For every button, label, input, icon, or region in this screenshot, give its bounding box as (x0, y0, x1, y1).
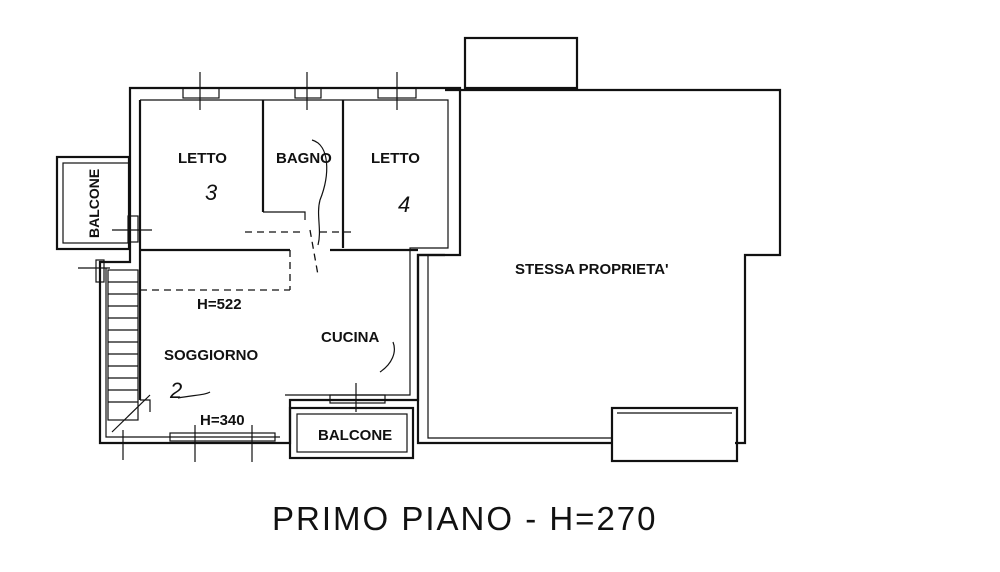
room-label-letto-3: LETTO (178, 150, 227, 167)
room-label-cucina: CUCINA (321, 329, 379, 346)
handwritten-mark-bagno (311, 139, 328, 246)
room-label-letto-4: LETTO (371, 150, 420, 167)
top-chimney-box (463, 36, 579, 90)
handwritten-number-2: 2 (169, 378, 182, 403)
plan-title: PRIMO PIANO - H=270 (272, 500, 658, 537)
bottom-right-box (610, 406, 739, 463)
balcone-bottom-inner (296, 413, 408, 453)
handwritten-number-4: 4 (398, 192, 410, 217)
balcone-left-inner (62, 162, 130, 244)
dashed-opening-5 (309, 229, 319, 276)
bagno-bottom-wall (263, 211, 306, 220)
stair-treads (108, 281, 151, 433)
handwritten-number-3: 3 (205, 180, 218, 205)
room-label-stessa-proprieta: STESSA PROPRIETA' (515, 261, 669, 278)
staircase (107, 269, 139, 421)
balconies (55, 155, 415, 460)
handwritten-mark-soggiorno (177, 391, 211, 399)
balcone-bottom-box (288, 406, 415, 460)
room-label-bagno: BAGNO (276, 150, 332, 167)
room-label-soggiorno: SOGGIORNO (164, 347, 259, 364)
stessa-proprieta-inner-wall (427, 255, 612, 439)
apartment-walls (98, 86, 462, 445)
height-label-h522: H=522 (197, 296, 242, 313)
stessa-proprieta-block (416, 36, 782, 463)
room-label-balcone-bottom: BALCONE (318, 427, 392, 444)
room-label-balcone-left: BALCONE (86, 169, 102, 238)
window-marks (78, 72, 417, 462)
height-label-h340: H=340 (200, 412, 245, 429)
handwritten-mark-cucina (379, 341, 395, 373)
apartment-outer-wall (98, 86, 462, 445)
